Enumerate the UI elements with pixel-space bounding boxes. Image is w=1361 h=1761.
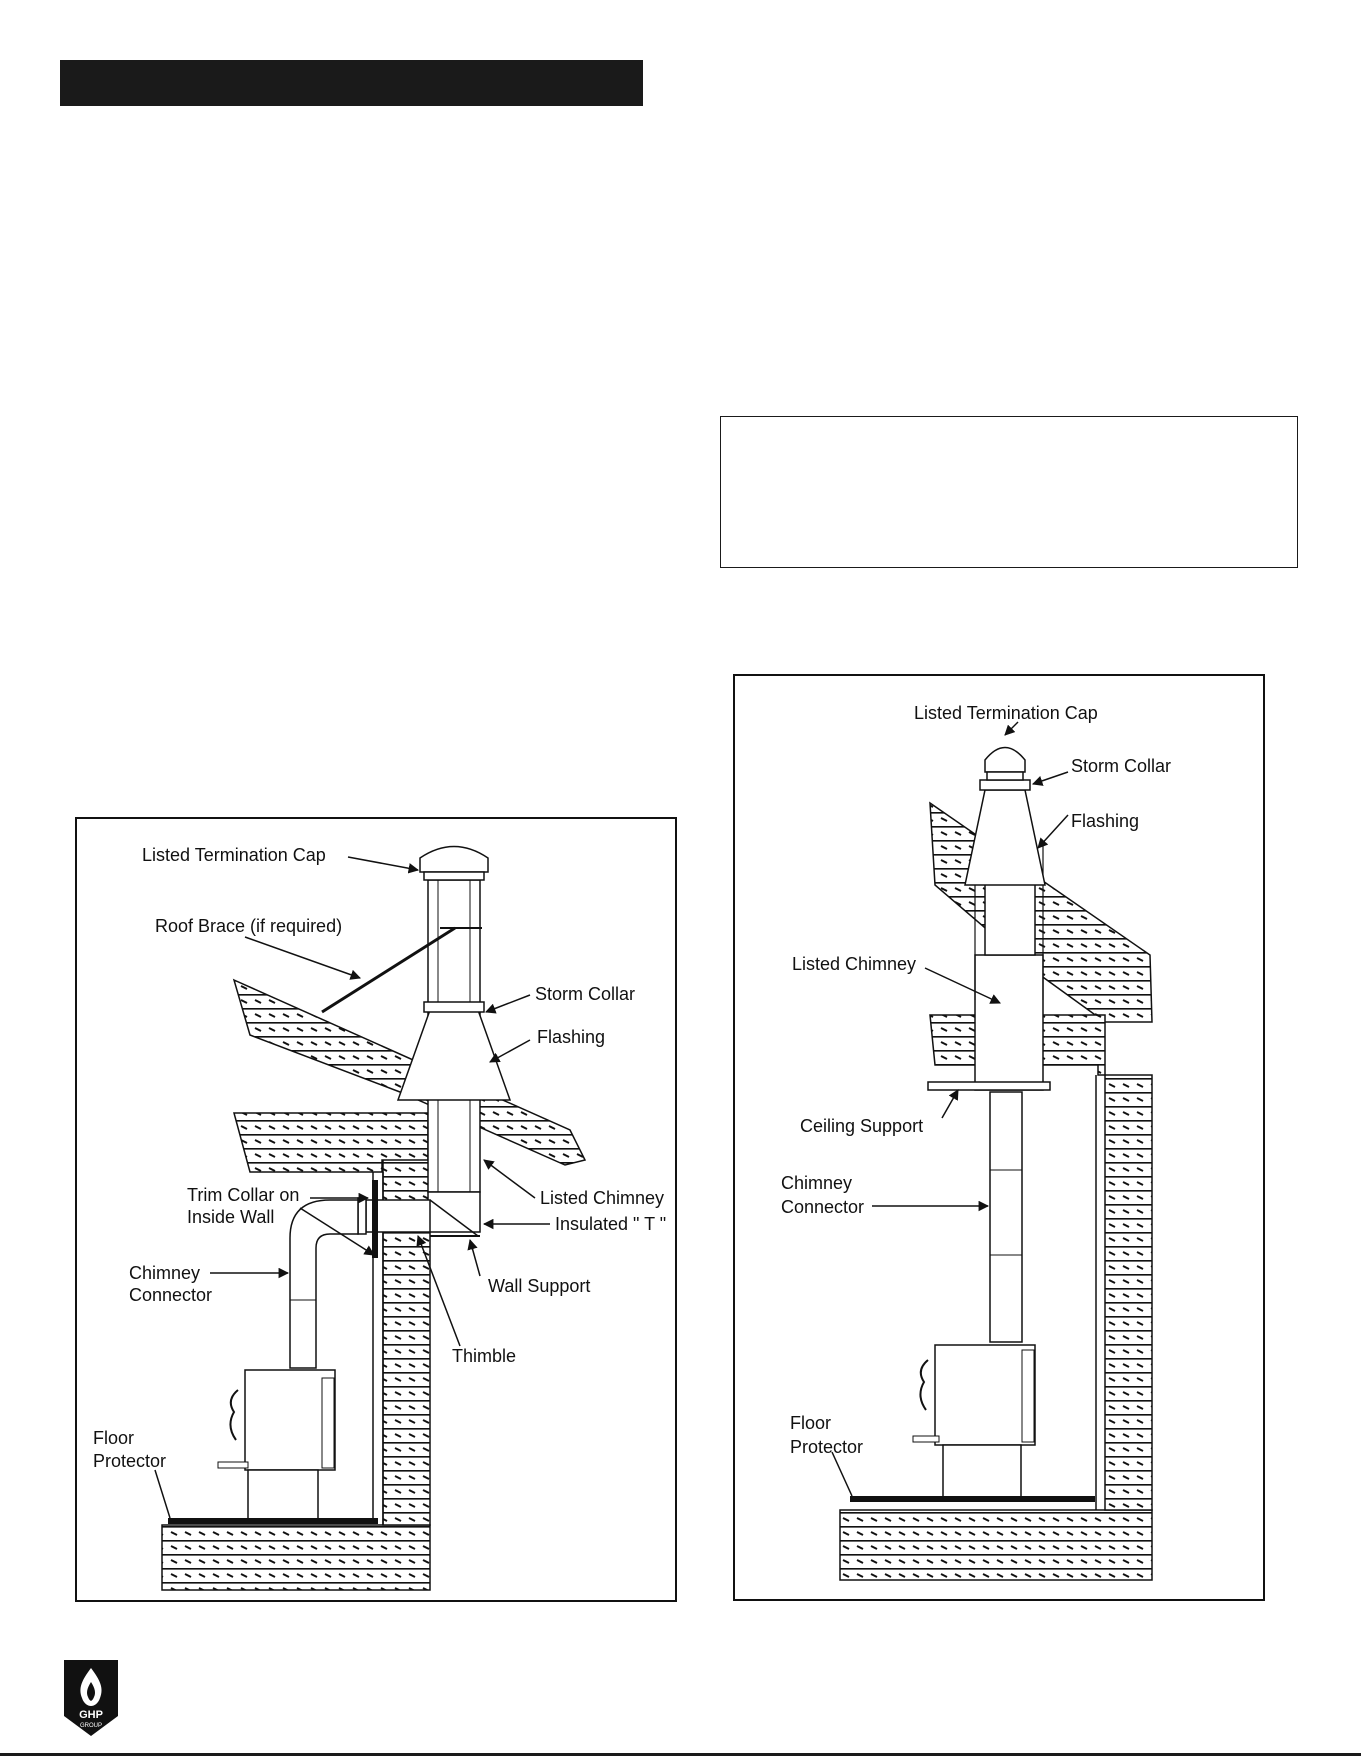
insulated-tee (427, 1191, 481, 1233)
logo-text-ghp: GHP (79, 1709, 103, 1721)
label-thimble: Thimble (452, 1346, 516, 1366)
flashing-right (964, 789, 1046, 886)
label-trim-collar-1: Trim Collar on (187, 1185, 299, 1205)
termination-cap-right (984, 746, 1026, 773)
flashing (396, 1009, 512, 1101)
floor-slab (161, 1524, 431, 1591)
roof-brace (321, 926, 456, 1014)
chimney-connector-right (989, 1091, 1023, 1343)
ceiling-support (927, 1081, 1051, 1091)
exterior-wall-right (1104, 1074, 1153, 1511)
label-floor-protector-2: Protector (93, 1451, 166, 1471)
trim-collar (372, 1180, 378, 1258)
label-ceiling-support-right: Ceiling Support (800, 1116, 923, 1136)
label-flashing: Flashing (537, 1027, 605, 1047)
stove-pedestal-right (942, 1444, 1022, 1501)
label-termination-cap-right: Listed Termination Cap (914, 703, 1098, 723)
floor-slab-right (839, 1509, 1153, 1581)
left-figure-frame (75, 817, 677, 1602)
floor-protector (168, 1518, 378, 1524)
label-chimney-connector-right-1: Chimney (781, 1173, 852, 1193)
label-trim-collar-2: Inside Wall (187, 1207, 274, 1227)
termination-cap (419, 845, 489, 873)
label-chimney-connector-2: Connector (129, 1285, 212, 1305)
storm-collar-right (979, 779, 1031, 791)
listed-chimney-right (974, 954, 1044, 1091)
label-chimney-connector-right-2: Connector (781, 1197, 864, 1217)
note-box (720, 416, 1298, 568)
label-flashing-right: Flashing (1071, 811, 1139, 831)
label-chimney-connector-1: Chimney (129, 1263, 200, 1283)
stove-pedestal (247, 1469, 319, 1521)
label-floor-protector-right-1: Floor (790, 1413, 831, 1433)
wall-pass-through-diagram: Listed Termination Cap Roof Brace (if re… (75, 817, 677, 1602)
floor-protector-right (850, 1496, 1095, 1502)
wood-stove (244, 1369, 336, 1471)
exterior-wall (382, 1122, 431, 1526)
label-termination-cap: Listed Termination Cap (142, 845, 326, 865)
wood-stove-right (934, 1344, 1036, 1446)
ghp-group-logo: GHP GROUP (64, 1660, 118, 1736)
label-roof-brace: Roof Brace (if required) (155, 916, 342, 936)
label-floor-protector-1: Floor (93, 1428, 134, 1448)
ceiling-support-diagram: Listed Termination Cap Storm Collar Flas… (733, 674, 1265, 1601)
footer-rule (0, 1753, 1361, 1756)
label-listed-chimney: Listed Chimney (540, 1188, 664, 1208)
right-figure-frame (733, 674, 1265, 1601)
storm-collar (423, 1001, 485, 1013)
label-storm-collar-right: Storm Collar (1071, 756, 1171, 776)
label-storm-collar: Storm Collar (535, 984, 635, 1004)
label-floor-protector-right-2: Protector (790, 1437, 863, 1457)
label-insulated-tee: Insulated " T " (555, 1214, 666, 1234)
logo-text-group: GROUP (80, 1723, 102, 1729)
chimney-connector (289, 1199, 359, 1369)
section-header-bar (60, 60, 643, 106)
label-wall-support: Wall Support (488, 1276, 590, 1296)
label-listed-chimney-right: Listed Chimney (792, 954, 916, 974)
